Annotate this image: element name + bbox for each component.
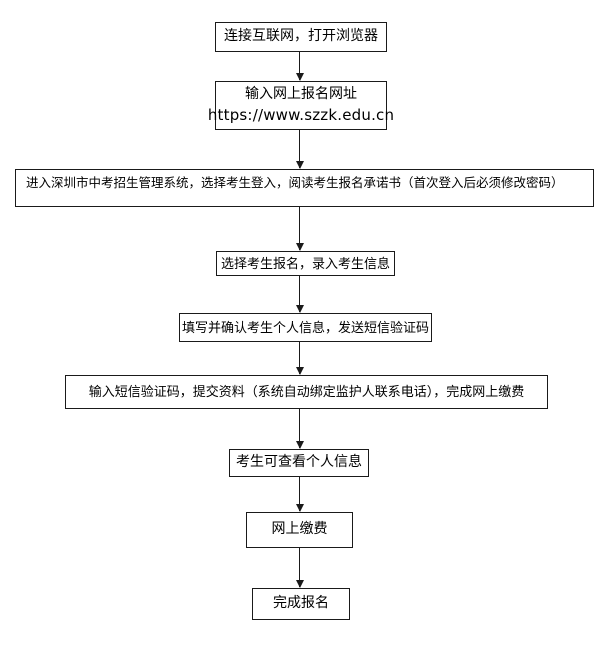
flow-step-select-registration: 选择考生报名，录入考生信息 bbox=[216, 251, 395, 276]
down-arrow-4 bbox=[295, 276, 304, 313]
flow-step-connect-internet: 连接互联网，打开浏览器 bbox=[215, 22, 387, 52]
flow-step-label: 考生可查看个人信息 bbox=[236, 454, 362, 470]
down-arrow-2 bbox=[295, 130, 304, 169]
flow-step-label: 选择考生报名，录入考生信息 bbox=[220, 255, 390, 271]
flow-step-confirm-info-send-sms: 填写并确认考生个人信息，发送短信验证码 bbox=[179, 313, 432, 342]
down-arrow-8 bbox=[295, 548, 304, 588]
flow-step-enter-url: 输入网上报名网址 https://www.szzk.edu.cn bbox=[208, 81, 394, 130]
down-arrow-5 bbox=[295, 342, 304, 375]
down-arrow-6 bbox=[295, 409, 304, 449]
flow-step-label: 网上缴费 bbox=[271, 521, 328, 537]
flow-step-label: 完成报名 bbox=[273, 595, 329, 611]
down-arrow-7 bbox=[295, 477, 304, 512]
down-arrow-1 bbox=[295, 52, 304, 81]
flow-step-login-system: 进入深圳市中考招生管理系统，选择考生登入，阅读考生报名承诺书（首次登入后必须修改… bbox=[15, 169, 594, 207]
flow-step-view-personal-info: 考生可查看个人信息 bbox=[229, 449, 369, 477]
flow-step-online-payment: 网上缴费 bbox=[246, 512, 353, 548]
flow-step-submit-sms-code: 输入短信验证码，提交资料（系统自动绑定监护人联系电话），完成网上缴费 bbox=[65, 375, 548, 409]
flow-step-label: 输入网上报名网址 bbox=[245, 86, 357, 102]
flow-step-label: 输入短信验证码，提交资料（系统自动绑定监护人联系电话），完成网上缴费 bbox=[88, 384, 525, 400]
flow-step-label: 进入深圳市中考招生管理系统，选择考生登入，阅读考生报名承诺书（首次登入后必须修改… bbox=[26, 176, 564, 190]
flow-step-label: 连接互联网，打开浏览器 bbox=[224, 28, 378, 44]
registration-url: https://www.szzk.edu.cn bbox=[207, 105, 395, 124]
flow-step-label: 填写并确认考生个人信息，发送短信验证码 bbox=[181, 319, 429, 335]
flow-step-complete-registration: 完成报名 bbox=[252, 588, 350, 620]
down-arrow-3 bbox=[295, 207, 304, 251]
